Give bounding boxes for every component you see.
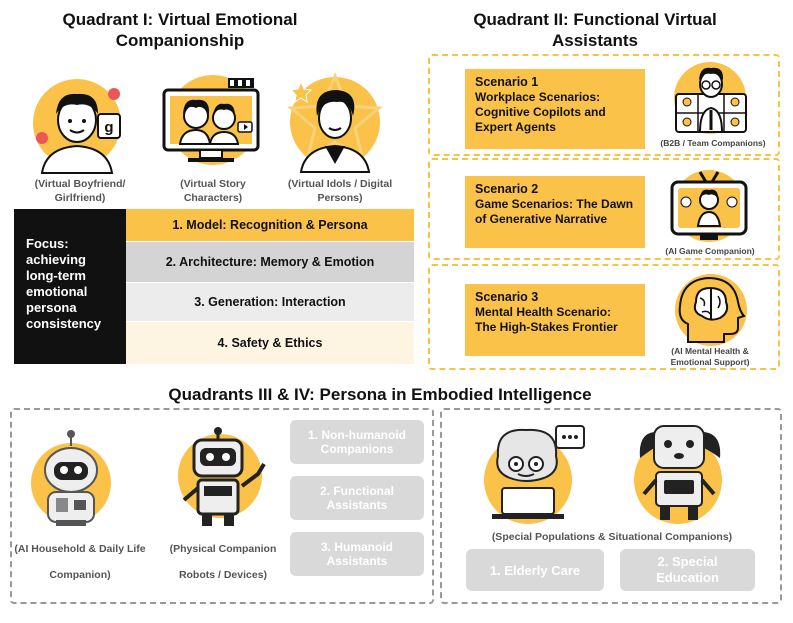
q3-frame <box>10 408 434 604</box>
scenario-3-caption: (AI Mental Health & Emotional Support) <box>670 346 750 367</box>
svg-text:g: g <box>104 119 113 136</box>
q2-title-line2: Assistants <box>552 31 638 50</box>
scenario-2-frame <box>428 158 780 260</box>
team-companion-icon <box>674 62 747 134</box>
scenario-1-text: Workplace Scenarios: Cognitive Copilots … <box>475 90 606 134</box>
household-robot-icon <box>31 430 111 526</box>
scenario-3-text: Mental Health Scenario: The High-Stakes … <box>475 305 618 334</box>
q4-item-special-education: 2. Special Education <box>620 549 755 591</box>
q3-item-1: 1. Non-humanoid Companions <box>290 420 424 464</box>
scenario-2-label: Scenario 2 <box>475 182 539 196</box>
q4-item-elderly-care: 1. Elderly Care <box>466 549 604 591</box>
scenario-3-label: Scenario 3 <box>475 290 539 304</box>
step-model: 1. Model: Recognition & Persona <box>126 209 414 241</box>
q1-title-line1: Quadrant I: Virtual Emotional <box>62 10 298 29</box>
scenario-2-text: Game Scenarios: The Dawn of Generative N… <box>475 197 634 226</box>
q3-item-3: 3. Humanoid Assistants <box>290 532 424 576</box>
scenario-3-frame <box>428 264 780 370</box>
game-companion-icon <box>670 170 748 242</box>
step-architecture: 2. Architecture: Memory & Emotion <box>126 242 414 282</box>
step-generation: 3. Generation: Interaction <box>126 283 414 321</box>
scenario-3-box: Scenario 3 Mental Health Scenario: The H… <box>465 284 645 356</box>
q1-caption-1: (Virtual Boyfriend/ Girlfriend) <box>34 178 126 204</box>
dog-robot-icon <box>634 425 722 524</box>
q34-title: Quadrants III & IV: Persona in Embodied … <box>168 385 592 404</box>
q4-caption: (Special Populations & Situational Compa… <box>491 531 733 543</box>
physical-robot-icon <box>178 427 266 526</box>
q3-caption-2: (Physical Companion Robots / Devices) <box>169 543 277 581</box>
q1-caption-3: (Virtual Idols / Digital Persons) <box>287 178 393 204</box>
scenario-2-caption: (AI Game Companion) <box>665 246 755 256</box>
q3-item-2: 2. Functional Assistants <box>290 476 424 520</box>
virtual-idol-icon <box>287 71 383 173</box>
scenario-1-caption: (B2B / Team Companions) <box>660 138 766 148</box>
scenario-1-frame <box>428 54 780 156</box>
focus-text: Focus: achieving long-term emotional per… <box>26 236 102 331</box>
virtual-partner-icon: g <box>33 79 121 174</box>
q4-frame <box>440 408 782 604</box>
step-safety: 4. Safety & Ethics <box>126 322 414 364</box>
story-characters-icon <box>162 75 260 165</box>
q1-title: Quadrant I: Virtual Emotional Companions… <box>20 9 340 51</box>
scenario-1-label: Scenario 1 <box>475 75 539 89</box>
q1-title-line2: Companionship <box>115 31 245 50</box>
q1-caption-2: (Virtual Story Characters) <box>180 178 246 204</box>
q3-caption-1: (AI Household & Daily Life Companion) <box>14 543 146 581</box>
focus-panel: Focus: achieving long-term emotional per… <box>14 209 126 364</box>
q2-title-line1: Quadrant II: Functional Virtual <box>473 10 717 29</box>
q2-title: Quadrant II: Functional Virtual Assistan… <box>430 9 760 51</box>
mental-health-icon <box>675 274 747 346</box>
scenario-2-box: Scenario 2 Game Scenarios: The Dawn of G… <box>465 176 645 248</box>
scenario-1-box: Scenario 1 Workplace Scenarios: Cognitiv… <box>465 69 645 149</box>
elderly-brain-icon <box>484 425 585 524</box>
